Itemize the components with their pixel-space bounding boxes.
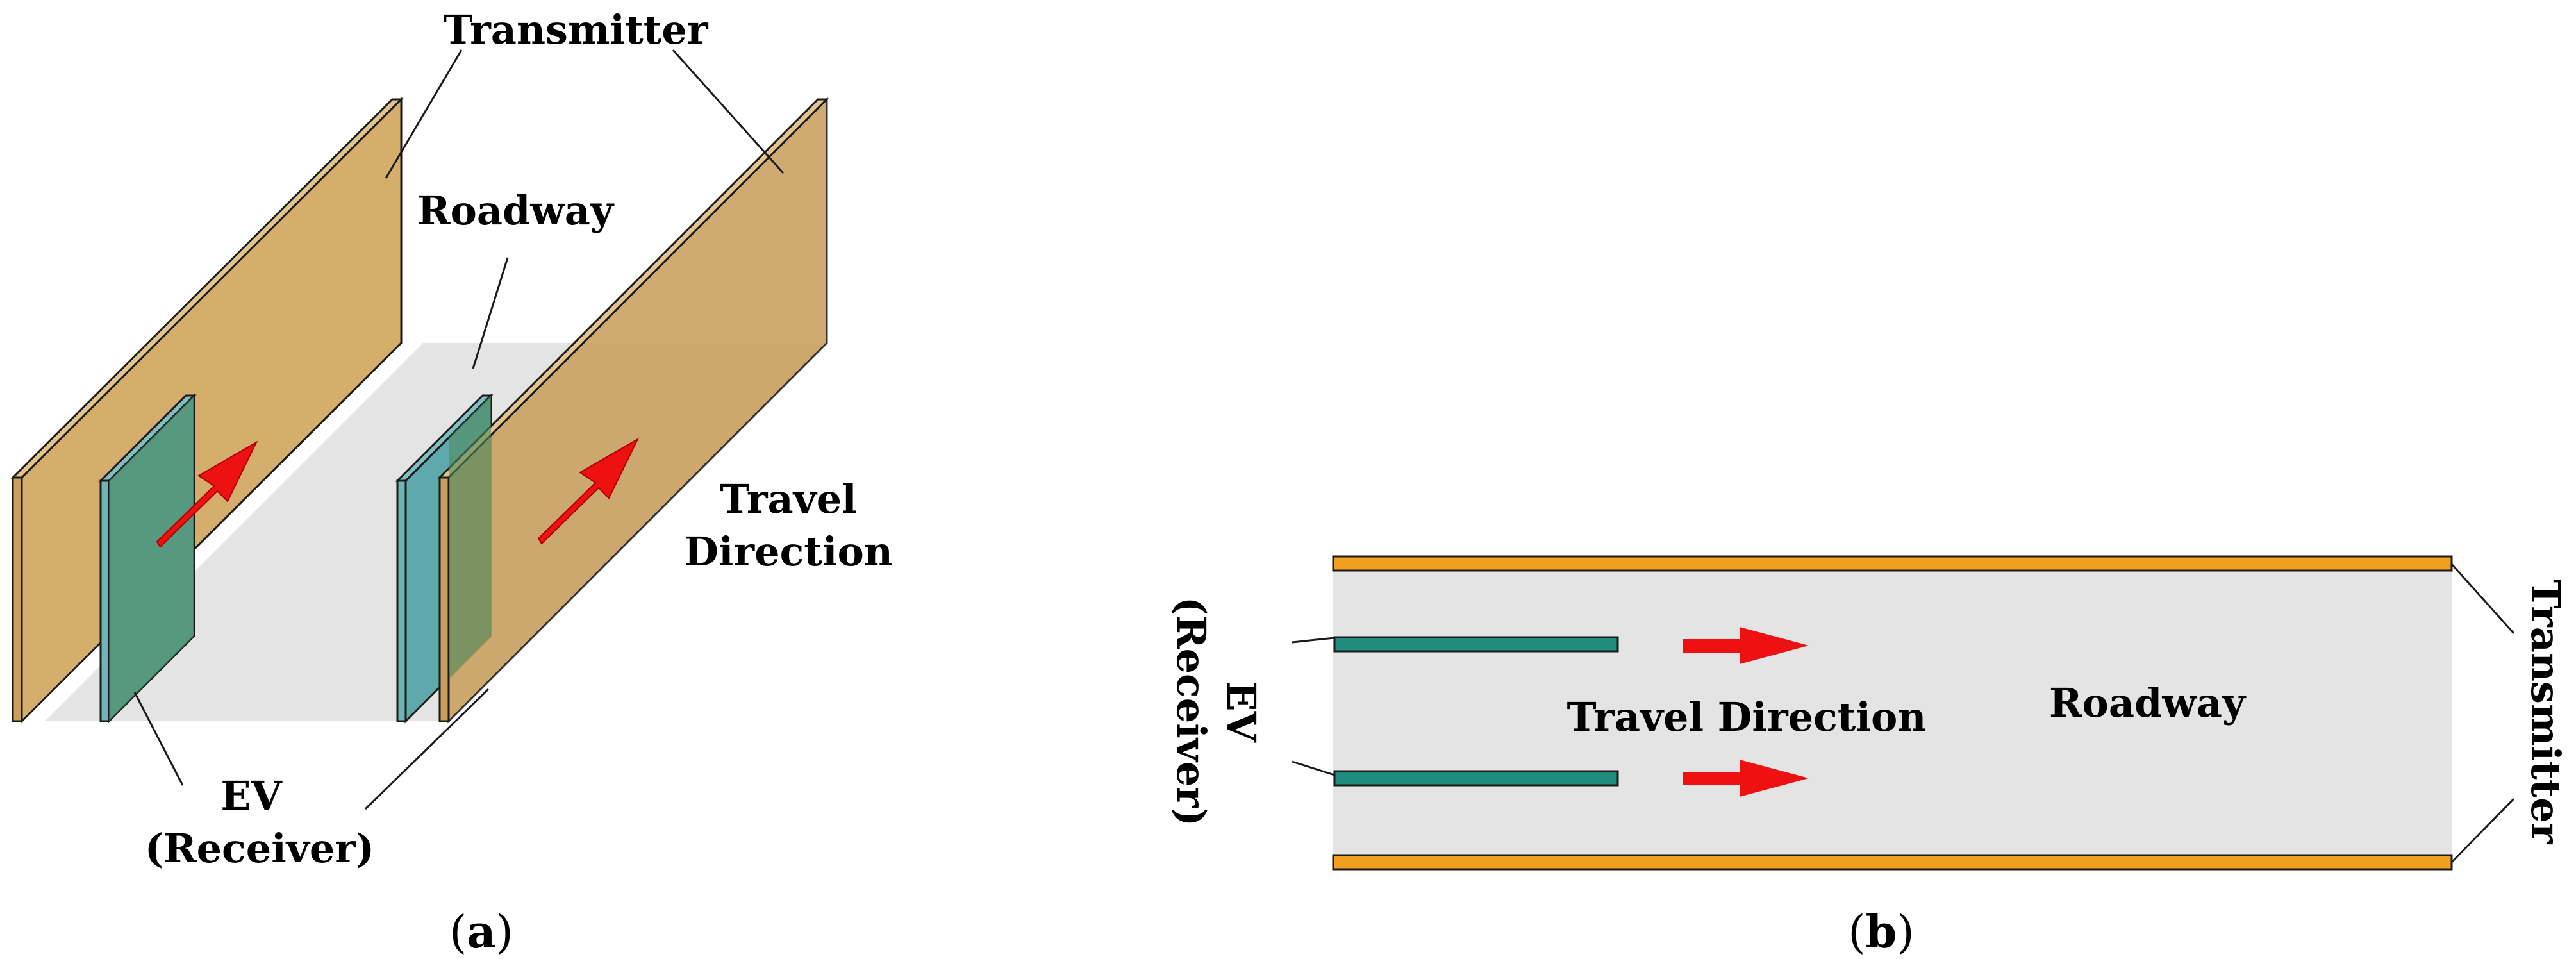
- leader-line: [2450, 563, 2515, 635]
- right-receiver-overlap: [449, 396, 491, 678]
- label-transmitter: Transmitter: [2522, 580, 2569, 845]
- label-receiver: (Receiver): [145, 825, 375, 872]
- roadway-top-view: [1333, 571, 2452, 855]
- arrow-icon: [156, 440, 258, 548]
- label-travel-line1: Travel: [720, 476, 857, 522]
- leader-line: [2450, 797, 2515, 863]
- label-transmitter: Transmitter: [444, 6, 709, 53]
- top-transmitter-strip: [1332, 555, 2453, 572]
- receiver-strip-upper: [1333, 636, 1619, 653]
- panel-a: Transmitter Roadway Travel Direction EV …: [10, 6, 893, 958]
- leader-line: [385, 49, 463, 179]
- label-ev: EV: [1218, 681, 1265, 742]
- leader-line: [472, 257, 509, 369]
- right-receiver-edge: [396, 479, 407, 722]
- label-roadway: Roadway: [2049, 680, 2247, 726]
- caption-a: (a): [449, 905, 513, 958]
- left-transmitter-edge: [12, 476, 23, 722]
- caption-b: (b): [1848, 905, 1915, 958]
- label-travel-line2: Direction: [684, 528, 893, 575]
- label-receiver: (Receiver): [1168, 597, 1215, 827]
- arrow-icon: [1683, 760, 1809, 797]
- panel-b: EV (Receiver) Travel Direction Roadway T…: [1168, 555, 2569, 958]
- right-transmitter-edge: [438, 476, 450, 722]
- left-receiver-edge: [99, 479, 110, 722]
- label-ev-receiver-rotated: EV (Receiver): [1168, 597, 1265, 827]
- label-roadway: Roadway: [417, 187, 615, 234]
- arrow-icon: [537, 437, 640, 545]
- leader-line: [133, 692, 184, 786]
- leader-line: [1292, 637, 1335, 644]
- left-receiver-overlap: [109, 396, 194, 721]
- arrow-icon: [1683, 627, 1809, 664]
- leader-line: [672, 49, 785, 174]
- receiver-strip-lower: [1333, 770, 1619, 787]
- leader-line: [364, 688, 490, 810]
- leader-line: [1292, 760, 1335, 776]
- label-travel-direction: Travel Direction: [1567, 694, 1927, 740]
- label-ev: EV: [220, 772, 282, 819]
- bottom-transmitter-strip: [1332, 854, 2453, 871]
